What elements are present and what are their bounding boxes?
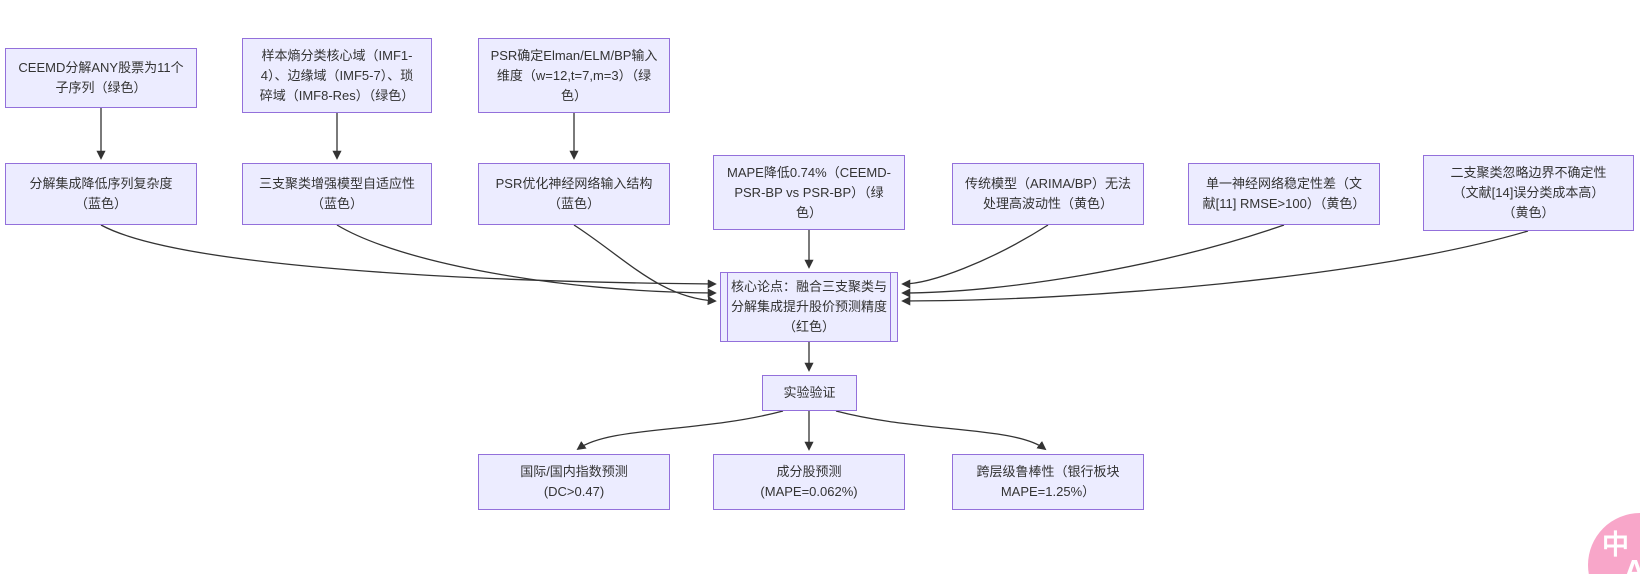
node-single-nn-label: 单一神经网络稳定性差（文 献[11] RMSE>100）（黄色） — [1202, 176, 1366, 211]
node-core-thesis-label: 核心论点：融合三支聚类与 分解集成提升股价预测精度 （红色） — [730, 279, 887, 334]
node-sample-entropy-label: 样本熵分类核心域（IMF1- 4）、边缘域（IMF5-7）、琐 碎域（IMF8-… — [259, 47, 415, 103]
node-three-way-clustering: 三支聚类增强模型自适应性 （蓝色） — [242, 163, 432, 225]
node-ceemd: CEEMD分解ANY股票为11个 子序列（绿色） — [5, 48, 197, 108]
node-psr-optimize: PSR优化神经网络输入结构 （蓝色） — [478, 163, 670, 225]
node-core-thesis: 核心论点：融合三支聚类与 分解集成提升股价预测精度 （红色） — [720, 272, 898, 342]
node-component-prediction-label: 成分股预测 (MAPE=0.062%) — [760, 464, 858, 499]
translate-widget-button[interactable]: 中 A — [1588, 513, 1640, 574]
edge-two-way-core — [901, 230, 1529, 306]
edge-three-way-core — [336, 224, 717, 298]
edge-traditional-core — [901, 224, 1049, 289]
edge-single-nn-core — [901, 224, 1285, 298]
node-traditional-model-label: 传统模型（ARIMA/BP）无法 处理高波动性（黄色） — [964, 176, 1132, 211]
edge-psr-opt-core — [573, 224, 717, 306]
node-single-nn: 单一神经网络稳定性差（文 献[11] RMSE>100）（黄色） — [1188, 163, 1380, 225]
node-mape-reduction: MAPE降低0.74%（CEEMD- PSR-BP vs PSR-BP）（绿 色… — [713, 155, 905, 230]
node-psr-optimize-label: PSR优化神经网络输入结构 （蓝色） — [495, 176, 653, 211]
node-sample-entropy: 样本熵分类核心域（IMF1- 4）、边缘域（IMF5-7）、琐 碎域（IMF8-… — [242, 38, 432, 113]
node-psr-dimension: PSR确定Elman/ELM/BP输入 维度（w=12,t=7,m=3）（绿 色… — [478, 38, 670, 113]
edge-experiment-robustness — [835, 410, 1047, 451]
node-psr-dimension-label: PSR确定Elman/ELM/BP输入 维度（w=12,t=7,m=3）（绿 色… — [490, 47, 658, 103]
node-two-way-clustering: 二支聚类忽略边界不确定性 （文献[14]误分类成本高） （黄色） — [1423, 155, 1634, 231]
node-decomposition-label: 分解集成降低序列复杂度 （蓝色） — [29, 176, 173, 211]
node-traditional-model: 传统模型（ARIMA/BP）无法 处理高波动性（黄色） — [952, 163, 1144, 225]
node-index-prediction-label: 国际/国内指数预测 (DC>0.47) — [520, 464, 628, 499]
node-two-way-clustering-label: 二支聚类忽略边界不确定性 （文献[14]误分类成本高） （黄色） — [1450, 165, 1607, 220]
edge-decomp-core — [100, 224, 717, 289]
edge-experiment-index-pred — [576, 410, 784, 451]
node-decomposition: 分解集成降低序列复杂度 （蓝色） — [5, 163, 197, 225]
node-component-prediction: 成分股预测 (MAPE=0.062%) — [713, 454, 905, 510]
node-robustness: 跨层级鲁棒性（银行板块 MAPE=1.25%） — [952, 454, 1144, 510]
node-three-way-clustering-label: 三支聚类增强模型自适应性 （蓝色） — [258, 176, 415, 211]
node-experiment-label: 实验验证 — [783, 385, 836, 400]
node-robustness-label: 跨层级鲁棒性（银行板块 MAPE=1.25%） — [976, 464, 1120, 499]
node-mape-reduction-label: MAPE降低0.74%（CEEMD- PSR-BP vs PSR-BP）（绿 色… — [727, 164, 891, 220]
latin-glyph: A — [1624, 555, 1640, 574]
node-index-prediction: 国际/国内指数预测 (DC>0.47) — [478, 454, 670, 510]
node-experiment: 实验验证 — [762, 375, 857, 411]
node-ceemd-label: CEEMD分解ANY股票为11个 子序列（绿色） — [18, 60, 184, 95]
chinese-glyph: 中 — [1602, 530, 1629, 560]
